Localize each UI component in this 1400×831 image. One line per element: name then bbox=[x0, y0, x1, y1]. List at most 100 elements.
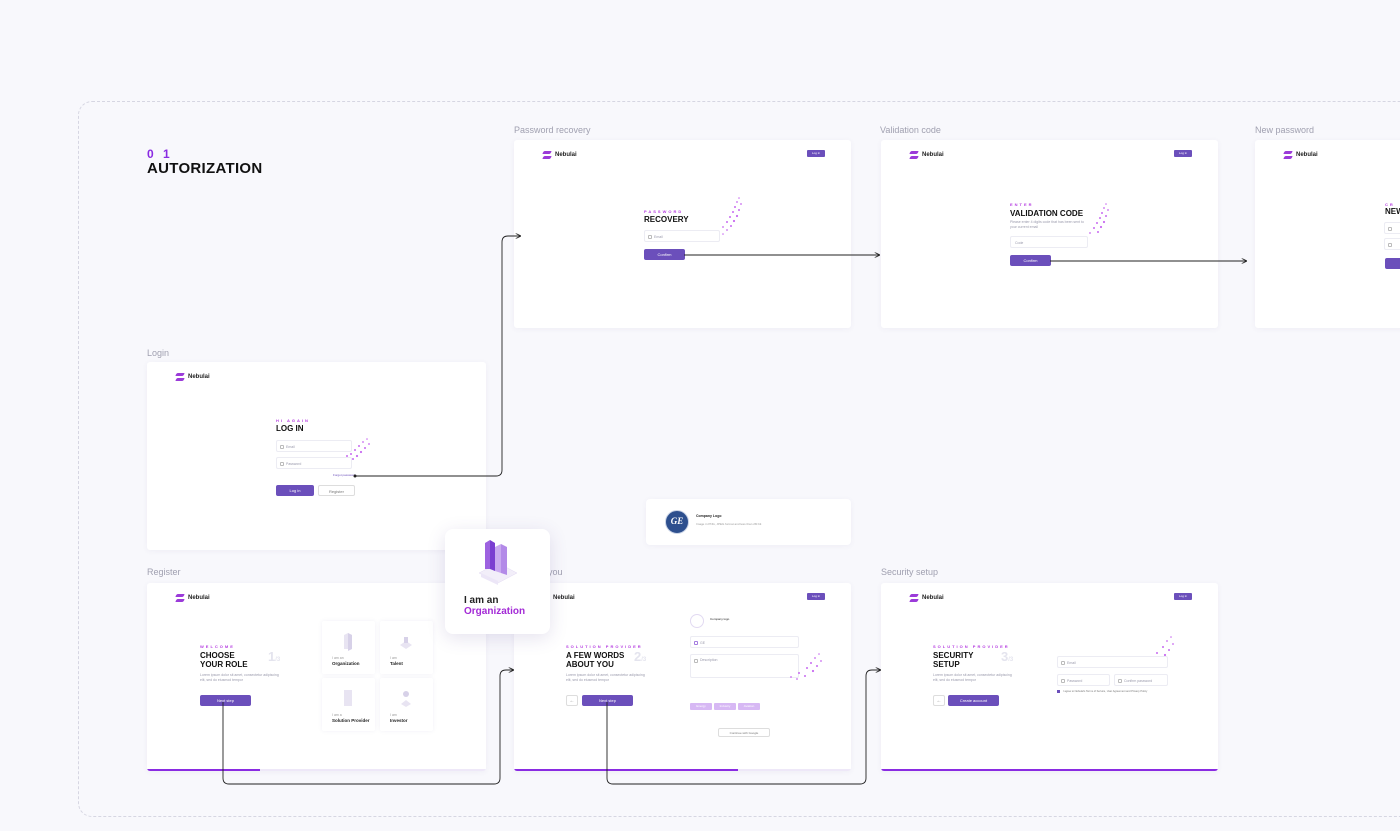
screen-register: Nebulai WELCOME CHOOSE YOUR ROLE 1/3 Lor… bbox=[147, 583, 486, 771]
header-login-button[interactable]: Log in bbox=[1174, 593, 1192, 600]
step-total: /3 bbox=[1008, 657, 1014, 663]
chip-energy[interactable]: Energy bbox=[690, 703, 712, 710]
security-heading-2: SETUP bbox=[933, 660, 960, 669]
register-next-button[interactable]: Next step bbox=[200, 695, 251, 706]
header-login-button[interactable]: Log in bbox=[1174, 150, 1192, 157]
lock-icon bbox=[1388, 227, 1392, 231]
recovery-kicker: PASSWORD bbox=[644, 209, 684, 214]
role-card-organization[interactable]: I am an Organization bbox=[322, 621, 375, 674]
screen-login: Nebulai HI AGAIN LOG IN Email Password F… bbox=[147, 362, 486, 550]
continue-with-google-button[interactable]: Continue with Google bbox=[718, 728, 770, 737]
step: 2 bbox=[634, 649, 642, 664]
about-heading-2: ABOUT YOU bbox=[566, 660, 614, 669]
screen-new-password: Nebulai CR NEW bbox=[1255, 140, 1400, 328]
brand-name: Nebulai bbox=[922, 595, 944, 601]
label-register: Register bbox=[147, 567, 181, 577]
register-heading-1: CHOOSE bbox=[200, 651, 235, 660]
about-description: Lorem ipsum dolor sit amet, consectetur … bbox=[566, 673, 645, 682]
placeholder: Description bbox=[700, 658, 718, 662]
placeholder: Password bbox=[1067, 679, 1083, 683]
validation-code-input[interactable]: Code bbox=[1010, 236, 1088, 248]
brand: Nebulai bbox=[540, 593, 575, 603]
header-login-button[interactable]: Log in bbox=[807, 593, 825, 600]
recovery-confirm-button[interactable]: Confirm bbox=[644, 249, 685, 260]
brand: Nebulai bbox=[909, 150, 944, 160]
brand-name: Nebulai bbox=[1296, 152, 1318, 158]
role-pre: I am bbox=[390, 713, 397, 717]
brand: Nebulai bbox=[909, 593, 944, 603]
placeholder: Email bbox=[654, 235, 663, 239]
label-password-recovery: Password recovery bbox=[514, 125, 591, 135]
screen-security-setup: Nebulai Log in SOLUTION PROVIDER SECURIT… bbox=[881, 583, 1218, 771]
security-confirm-password-input[interactable]: Confirm password bbox=[1114, 674, 1168, 686]
building-icon bbox=[344, 633, 352, 651]
role-card-talent[interactable]: I am Talent bbox=[380, 621, 433, 674]
dotted-wave-decoration bbox=[790, 653, 822, 680]
brand-name: Nebulai bbox=[553, 595, 575, 601]
progress-bar bbox=[514, 769, 738, 771]
callout-line-2: Organization bbox=[464, 606, 526, 617]
nebulai-logo-icon bbox=[542, 150, 552, 160]
value: GE bbox=[700, 641, 706, 645]
company-logo-title: Company Logo bbox=[696, 514, 722, 518]
header-login-button[interactable]: Log in bbox=[807, 150, 825, 157]
nebulai-logo-icon bbox=[1283, 150, 1293, 160]
create-account-button[interactable]: Create account bbox=[948, 695, 999, 706]
recovery-email-input[interactable]: Email bbox=[644, 230, 720, 242]
dotted-wave-decoration bbox=[718, 197, 742, 235]
brand-name: Nebulai bbox=[188, 374, 210, 380]
role-name: Solution Provider bbox=[332, 718, 370, 723]
about-next-button[interactable]: Next step bbox=[582, 695, 633, 706]
brand: Nebulai bbox=[542, 150, 577, 160]
company-logo-hint: Image in PNG, JPEG format and less than … bbox=[696, 522, 762, 526]
newpass-input-1[interactable] bbox=[1384, 222, 1400, 234]
recovery-heading: RECOVERY bbox=[644, 215, 689, 224]
validation-heading: VALIDATION CODE bbox=[1010, 209, 1084, 218]
dotted-wave-decoration bbox=[1089, 203, 1109, 234]
chip-aviation[interactable]: Aviation bbox=[738, 703, 760, 710]
progress-bar bbox=[147, 769, 260, 771]
back-button[interactable]: ← bbox=[566, 695, 578, 706]
security-email-input[interactable]: Email bbox=[1057, 656, 1168, 668]
login-heading: LOG IN bbox=[276, 424, 304, 433]
company-icon bbox=[694, 641, 698, 645]
validation-kicker: ENTER bbox=[1010, 202, 1034, 207]
lock-icon bbox=[1061, 679, 1065, 683]
login-email-input[interactable]: Email bbox=[276, 440, 352, 452]
register-step-number: 1/3 bbox=[268, 649, 280, 664]
newpass-confirm-button[interactable] bbox=[1385, 258, 1400, 269]
login-password-input[interactable]: Password bbox=[276, 457, 352, 469]
security-step-number: 3/3 bbox=[1001, 649, 1013, 664]
login-button[interactable]: Log in bbox=[276, 485, 314, 496]
validation-confirm-button[interactable]: Confirm bbox=[1010, 255, 1051, 266]
security-password-input[interactable]: Password bbox=[1057, 674, 1110, 686]
role-name: Investor bbox=[390, 718, 408, 723]
organization-role-callout: I am an Organization bbox=[445, 529, 550, 634]
placeholder: Confirm password bbox=[1124, 679, 1153, 683]
role-card-investor[interactable]: I am Investor bbox=[380, 678, 433, 731]
nebulai-logo-icon bbox=[175, 372, 185, 382]
security-kicker: SOLUTION PROVIDER bbox=[933, 644, 1010, 649]
chip-industry[interactable]: Industry bbox=[714, 703, 736, 710]
newpass-kicker: CR bbox=[1385, 202, 1395, 207]
company-logo-card: GE Company Logo Image in PNG, JPEG forma… bbox=[646, 499, 851, 545]
brand: Nebulai bbox=[175, 593, 210, 603]
register-heading-2: YOUR ROLE bbox=[200, 660, 248, 669]
label-security-setup: Security setup bbox=[881, 567, 939, 577]
register-description: Lorem ipsum dolor sit amet, consectetur … bbox=[200, 673, 279, 682]
upload-logo-icon[interactable] bbox=[690, 614, 704, 628]
forgot-password-link[interactable]: Forgot password bbox=[333, 473, 356, 477]
brand-name: Nebulai bbox=[555, 152, 577, 158]
role-card-solution-provider[interactable]: I am a Solution Provider bbox=[322, 678, 375, 731]
newpass-heading: NEW bbox=[1385, 207, 1400, 216]
step-total: /3 bbox=[275, 657, 281, 663]
label-login: Login bbox=[147, 348, 170, 358]
terms-checkbox[interactable] bbox=[1057, 690, 1060, 693]
newpass-input-2[interactable] bbox=[1384, 238, 1400, 250]
terms-text: I agree to Nebulai's Terms of Service, U… bbox=[1063, 690, 1148, 693]
back-button[interactable]: ← bbox=[933, 695, 945, 706]
ge-logo-icon: GE bbox=[665, 510, 689, 534]
company-name-input[interactable]: GE bbox=[690, 636, 799, 648]
lock-icon bbox=[280, 462, 284, 466]
register-button[interactable]: Register bbox=[318, 485, 355, 496]
